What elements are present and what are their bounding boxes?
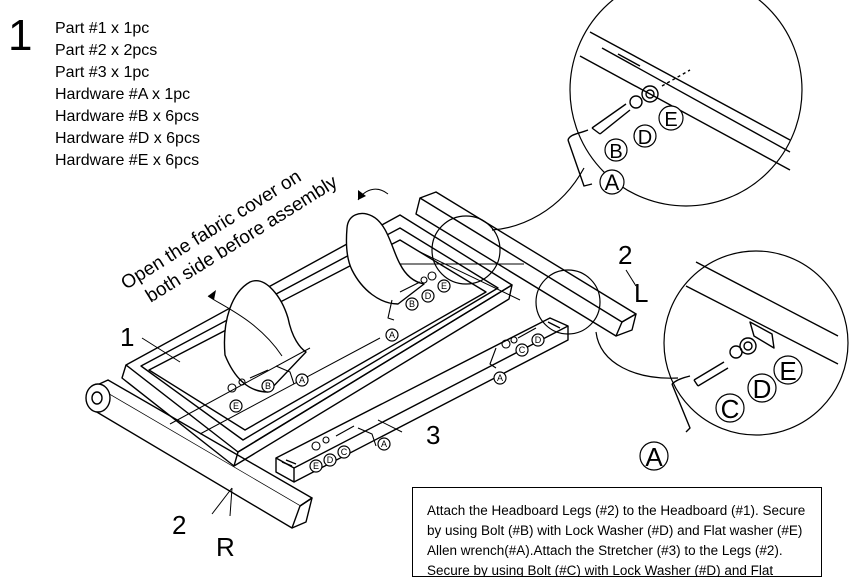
hardware-label-a: A [389,330,395,340]
parts-list-item: Part #2 x 2pcs [55,42,158,59]
hardware-small-letters: A B D E A C D B E A E D C A [233,281,542,471]
hardware-parts-main-view [227,271,537,451]
part-2-right-label: 2 [172,510,186,540]
hardware-label-b: B [609,141,622,163]
parts-list-item: Hardware #D x 6pcs [55,130,200,147]
stretcher-detail-closeup [671,261,839,433]
part-3-label: 3 [426,420,440,450]
part-2-left-label: 2 [618,240,632,270]
hardware-label-c: C [721,394,740,424]
parts-list-item: Hardware #E x 6pcs [55,152,200,169]
left-leg-part [415,191,637,337]
hardware-label-d: D [535,335,542,345]
right-side-label: R [216,532,235,562]
hardware-label-c: C [519,345,526,355]
hardware-label-d: D [425,291,432,301]
headboard-part [121,214,513,467]
part-labels: 1 2 L 2 R 3 [120,240,648,562]
detail-circles [431,0,849,436]
hardware-label-e: E [664,109,677,131]
assembly-step-diagram: 1 Part #1 x 1pc Part #2 x 2pcs Part #3 x… [8,0,849,577]
parts-list-item: Hardware #A x 1pc [55,86,191,103]
hardware-label-d: D [327,455,334,465]
hardware-badges [229,105,803,473]
hardware-label-b: B [265,381,271,391]
parts-list-item: Part #1 x 1pc [55,20,150,37]
exploded-view-drawing: A B D E A C D E A B D E A C D B E A E D … [85,0,849,562]
hardware-label-e: E [233,401,239,411]
hardware-label-d: D [753,374,772,404]
left-detail-closeup [567,31,791,187]
parts-list-item: Part #3 x 1pc [55,64,150,81]
instruction-box: Attach the Headboard Legs (#2) to the He… [412,487,822,577]
hardware-label-b: B [409,299,415,309]
hardware-label-a: A [645,442,663,472]
hardware-label-c: C [341,447,348,457]
hardware-label-d: D [638,127,652,149]
hardware-badge-letters: A B D E A C D E [605,109,797,472]
hardware-label-a: A [605,170,620,195]
right-leg-part [85,379,313,529]
part-1-label: 1 [120,322,134,352]
parts-list-item: Hardware #B x 6pcs [55,108,200,125]
hardware-label-e: E [313,461,319,471]
step-number: 1 [8,11,33,60]
hardware-label-a: A [299,375,305,385]
stretcher-part [275,317,569,483]
hardware-label-e: E [441,281,447,291]
parts-list: Part #1 x 1pc Part #2 x 2pcs Part #3 x 1… [55,18,200,172]
left-side-label: L [634,278,648,308]
hardware-label-a: A [497,373,503,383]
hardware-label-e: E [779,356,796,386]
fabric-note-line-1: Open the fabric cover on [118,166,306,294]
hardware-label-a: A [381,439,387,449]
